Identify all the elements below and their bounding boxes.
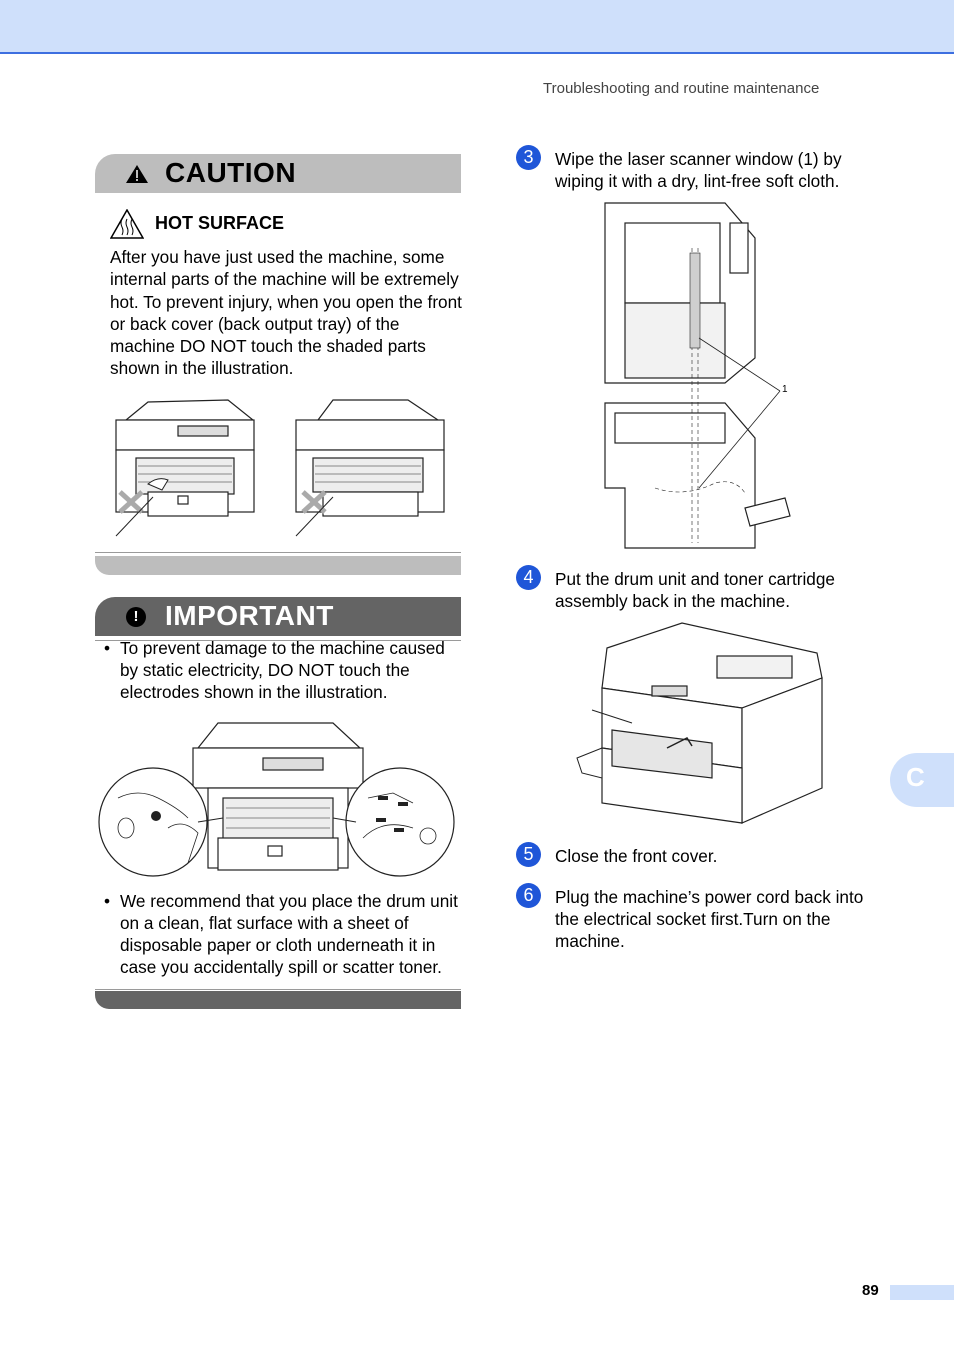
- important-divider: [95, 640, 461, 641]
- important-title: IMPORTANT: [165, 600, 334, 631]
- caution-body-text: After you have just used the machine, so…: [110, 247, 462, 379]
- important-bullet-2: We recommend that you place the drum uni…: [120, 891, 458, 977]
- step-number-5: 5: [516, 842, 541, 867]
- step-number-3: 3: [516, 145, 541, 170]
- important-end-bar: [95, 991, 461, 1009]
- important-end-divider: [95, 989, 461, 990]
- important-bullet-1: To prevent damage to the machine caused …: [120, 638, 445, 702]
- step-5-text: Close the front cover.: [555, 846, 718, 866]
- top-header-band: [0, 0, 954, 54]
- step-6-text: Plug the machine’s power cord back into …: [555, 887, 864, 951]
- scanner-window-callout: 1: [782, 384, 788, 395]
- hot-surface-illustration: [115, 399, 445, 537]
- page-number-tab: [890, 1285, 954, 1300]
- bullet-marker: •: [104, 891, 111, 911]
- step-number-6: 6: [516, 883, 541, 908]
- running-header: Troubleshooting and routine maintenance: [543, 80, 820, 97]
- caution-title: CAUTION: [165, 157, 297, 188]
- chapter-side-tab: C: [890, 753, 954, 807]
- important-bar: ! IMPORTANT: [95, 597, 461, 636]
- warning-triangle-icon: [126, 165, 148, 183]
- hot-surface-icon: [110, 209, 144, 239]
- step-4-text: Put the drum unit and toner cartridge as…: [555, 569, 835, 611]
- caution-end-divider: [95, 552, 461, 553]
- page-number: 89: [862, 1282, 879, 1299]
- drum-insertion-illustration: [576, 622, 823, 824]
- electrodes-illustration: [98, 722, 455, 877]
- chapter-letter: C: [906, 762, 925, 792]
- hot-surface-title: HOT SURFACE: [155, 213, 285, 233]
- exclamation-icon: !: [126, 607, 146, 627]
- step-number-4: 4: [516, 565, 541, 590]
- caution-bar: CAUTION: [95, 154, 461, 193]
- caution-end-bar: [95, 556, 461, 575]
- step-3-text: Wipe the laser scanner window (1) by wip…: [555, 149, 842, 191]
- laser-scanner-window-illustration: 1: [604, 202, 791, 549]
- bullet-marker: •: [104, 638, 111, 658]
